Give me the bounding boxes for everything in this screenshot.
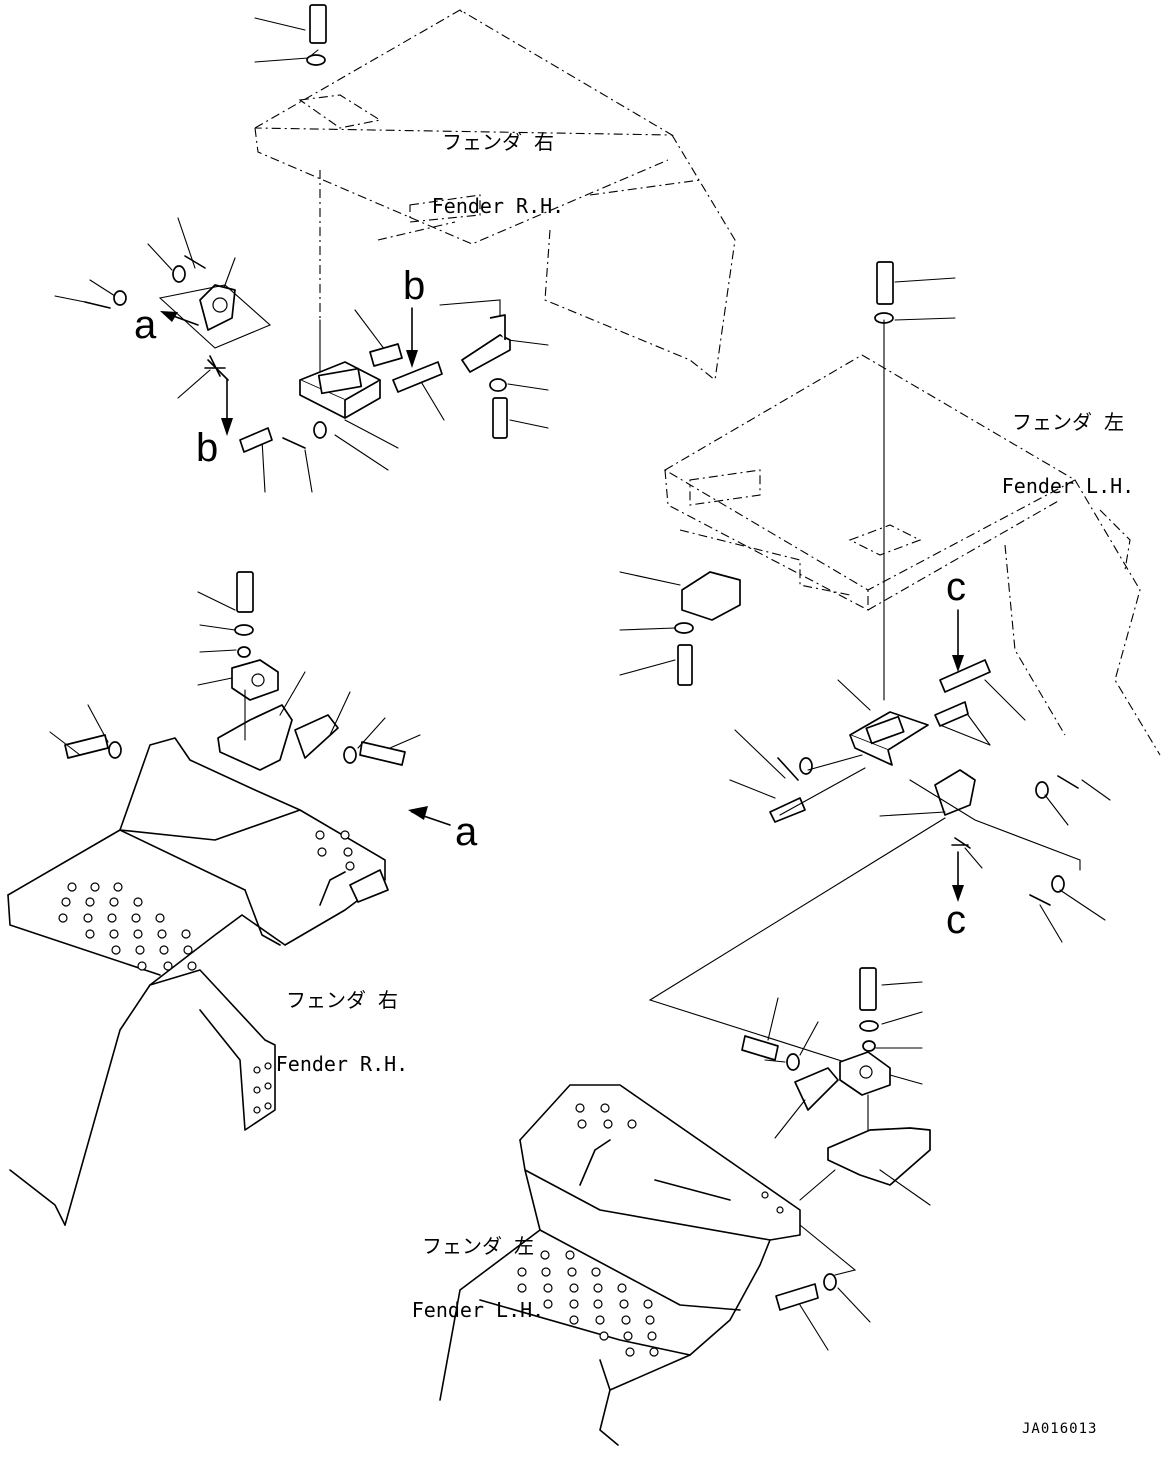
view-marker-b-top: b <box>403 264 426 308</box>
callout-fender-lh-top-jp: フェンダ 左 <box>1011 410 1125 434</box>
tread-holes-left <box>58 830 355 1114</box>
fender-rh-upper-body <box>254 9 736 381</box>
callout-fender-lh-bottom-jp: フェンダ 左 <box>421 1234 535 1258</box>
callout-fender-rh-top-jp: フェンダ 右 <box>441 130 555 154</box>
callout-fender-rh-bottom-jp: フェンダ 右 <box>285 988 399 1012</box>
callout-fender-lh-bottom: フェンダ 左 Fender L.H. <box>398 1196 558 1340</box>
view-marker-a-top: a <box>134 303 157 347</box>
callout-fender-rh-top: フェンダ 右 Fender R.H. <box>418 92 578 236</box>
fender-lh-upper-body <box>663 354 1161 756</box>
hardware-top-left <box>84 4 511 453</box>
fender-lh-lower-body <box>439 1084 801 1446</box>
callout-fender-rh-bottom-en: Fender R.H. <box>275 1052 409 1076</box>
hardware-top-right <box>619 261 1111 1071</box>
fender-rh-lower-body <box>7 737 389 1226</box>
callout-fender-lh-bottom-en: Fender L.H. <box>411 1298 545 1322</box>
view-arrows-top <box>160 307 418 436</box>
view-marker-b-bottom: b <box>196 426 219 470</box>
callout-fender-rh-bottom: フェンダ 右 Fender R.H. <box>262 950 422 1094</box>
view-arrows-c <box>952 609 964 902</box>
hardware-bottom-right <box>741 967 931 1351</box>
tread-holes-right <box>517 1103 784 1357</box>
hardware-middle-left <box>49 571 451 826</box>
view-marker-a-bottom: a <box>455 810 478 854</box>
callout-fender-lh-top: フェンダ 左 Fender L.H. <box>988 372 1148 516</box>
leaders-top-left <box>54 17 549 493</box>
figure-code: JA016013 <box>1022 1421 1098 1437</box>
view-marker-c-top: c <box>946 565 966 609</box>
callout-fender-lh-top-en: Fender L.H. <box>1001 474 1135 498</box>
view-marker-c-bottom: c <box>946 898 966 942</box>
callout-fender-rh-top-en: Fender R.H. <box>431 194 565 218</box>
